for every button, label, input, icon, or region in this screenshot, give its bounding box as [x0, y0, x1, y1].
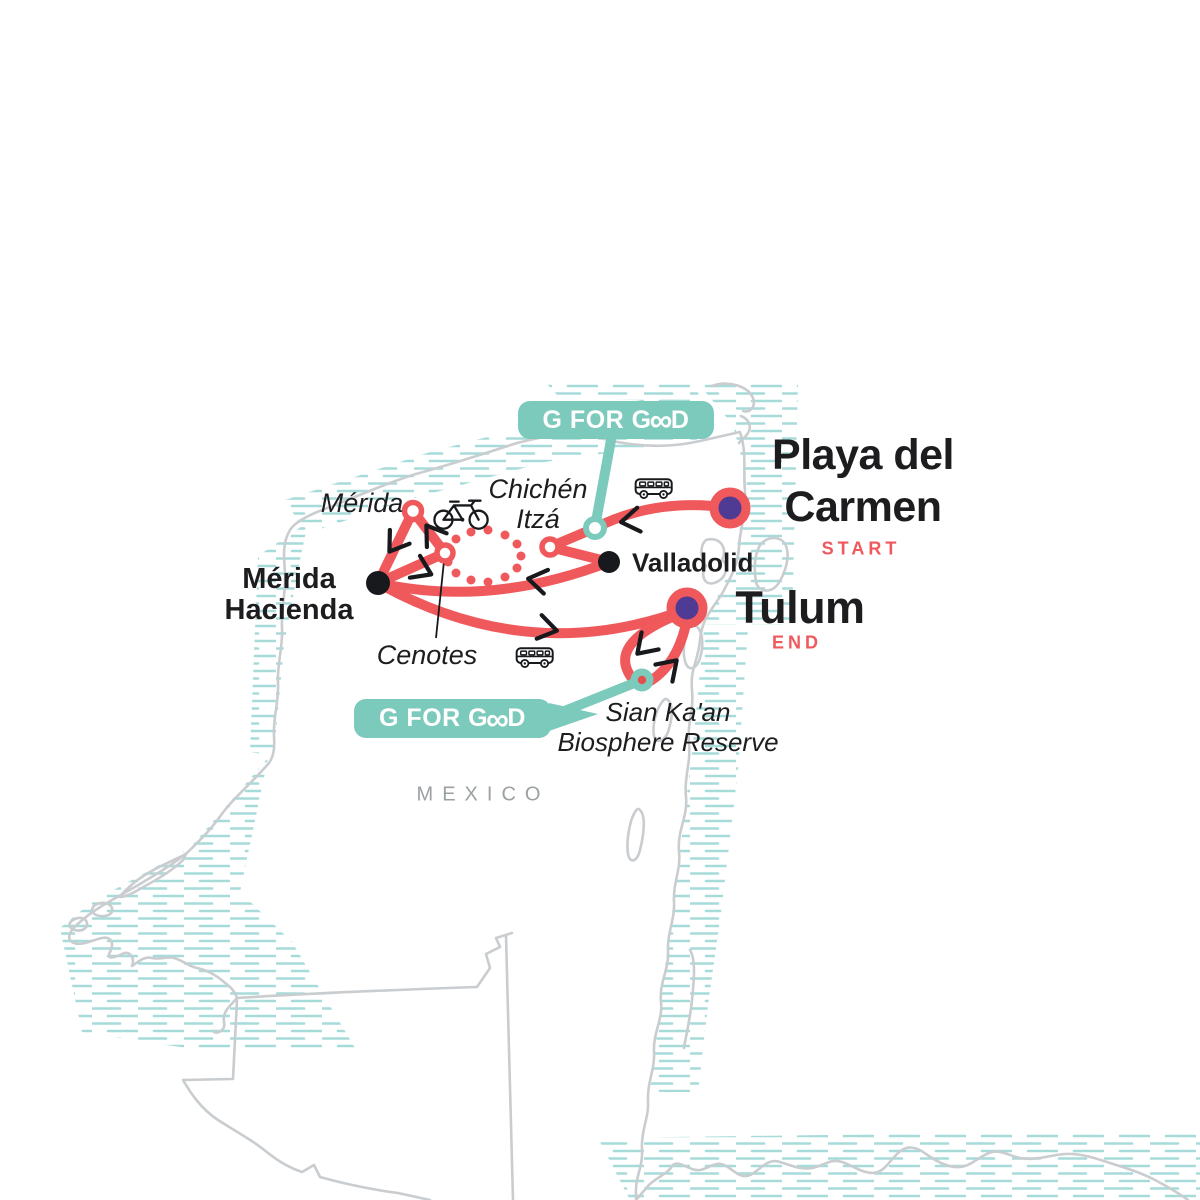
label-playa-del-carmen: Playa del Carmen: [772, 429, 954, 533]
start-tag: START: [821, 538, 901, 559]
chichen-itza-node: [539, 536, 561, 558]
bus-icon: [634, 478, 673, 500]
label-line: Mérida: [242, 563, 336, 595]
merida-node: [401, 499, 425, 523]
label-line: Carmen: [784, 483, 942, 531]
bicycle-icon: [433, 499, 489, 530]
label-line: Chichén: [488, 474, 588, 504]
badge-pointer: [549, 703, 598, 731]
label-line: Sian Ka'an: [605, 697, 731, 727]
label-merida-hacienda: Mérida Hacienda: [225, 564, 354, 626]
label-line: Biosphere Reserve: [557, 727, 779, 757]
sian-kaan-node: [630, 668, 654, 692]
coastline: [67, 382, 1190, 1200]
label-line: Playa del: [772, 431, 954, 479]
label-cenotes: Cenotes: [376, 640, 478, 670]
bus-icon: [515, 647, 554, 669]
badge-text: D: [670, 405, 690, 434]
end-tag: END: [771, 632, 823, 653]
badge-text: G FOR G: [379, 704, 489, 732]
label-merida: Mérida: [320, 488, 404, 518]
label-chichen-itza: Chichén Itzá: [488, 474, 587, 534]
tulum-node: [666, 587, 708, 629]
valladolid-node: [598, 551, 620, 573]
label-line: Hacienda: [224, 594, 354, 626]
label-country-mexico: MEXICO: [416, 783, 550, 806]
g-for-good-badge-bottom: G FOR G∞D: [354, 699, 551, 738]
cenote-dotted-ring: [443, 525, 526, 587]
badge-text: G FOR G: [542, 405, 652, 434]
sea-hatching: [60, 382, 1200, 1200]
merida-hacienda-node: [366, 571, 390, 595]
g-for-good-badge-top: G FOR G∞D: [518, 401, 714, 439]
g-for-good-top-node: [583, 516, 607, 540]
label-tulum: Tulum: [735, 582, 865, 633]
label-line: Itzá: [516, 504, 560, 534]
cenotes-node: [434, 542, 456, 564]
route-nodes: [366, 487, 751, 692]
label-sian-kaan: Sian Ka'an Biosphere Reserve: [557, 697, 778, 757]
cenotes-pointer-line: [435, 560, 445, 639]
label-valladolid: Valladolid: [632, 547, 754, 578]
playa-del-carmen-node: [709, 487, 751, 529]
badge-text: D: [507, 704, 526, 732]
